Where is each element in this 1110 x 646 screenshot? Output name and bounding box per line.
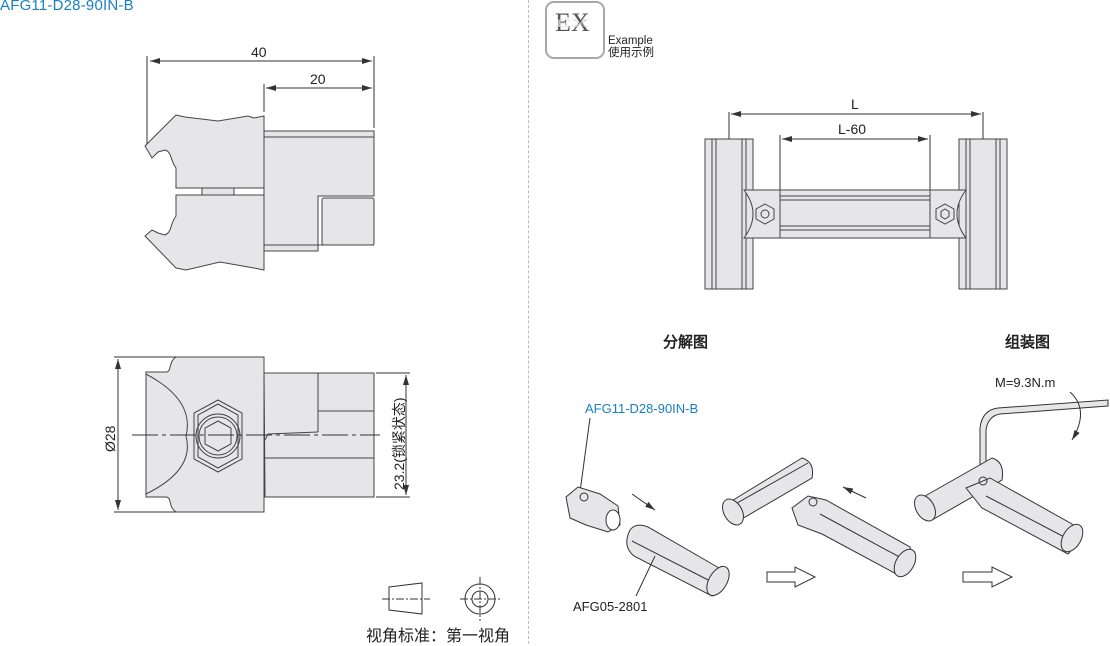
step-arrow-1	[766, 566, 817, 588]
exploded-connector-with-tube	[791, 495, 913, 577]
assembled-view-drawing	[914, 391, 1109, 555]
example-assembly-drawing	[704, 111, 1008, 290]
front-lower-jaw	[144, 194, 265, 271]
example-badge	[545, 1, 605, 59]
example-badge-glyph: EX	[555, 8, 590, 37]
section-divider	[528, 0, 529, 644]
projection-label: 视角标准：第一视角	[366, 628, 511, 645]
step-arrow-2	[962, 566, 1014, 588]
assembled-view-heading: 组装图	[1005, 334, 1051, 351]
tube-part-label: AFG05-2801	[573, 599, 648, 614]
assembled-tube-branch	[965, 477, 1077, 555]
front-tube-body	[263, 130, 375, 252]
dimension-diameter: Ø28	[102, 425, 118, 452]
side-view-drawing	[114, 356, 410, 513]
example-label-en: Example	[608, 35, 653, 47]
example-label-cn: 使用示例	[608, 47, 654, 59]
torque-label: M=9.3N.m	[995, 375, 1056, 390]
first-angle-projection-symbol	[382, 577, 500, 621]
front-upper-jaw	[144, 114, 265, 189]
dimension-40: 40	[251, 44, 267, 60]
connector-part-label: AFG11-D28-90IN-B	[585, 401, 699, 416]
side-tube-body	[263, 372, 375, 498]
part-number-title: AFG11-D28-90IN-B	[0, 0, 134, 14]
example-horizontal-tube	[779, 189, 931, 239]
example-right-tube	[958, 138, 1008, 290]
hex-key	[979, 399, 1109, 471]
exploded-view-drawing	[565, 417, 1014, 597]
dimension-L: L	[851, 96, 859, 112]
exploded-view-heading: 分解图	[663, 334, 709, 351]
dimension-locked-width: 23.2(锁紧状态)	[391, 397, 407, 490]
example-left-tube	[704, 138, 754, 290]
example-label: Example 使用示例	[608, 35, 654, 59]
dimension-L-minus-60: L-60	[838, 121, 867, 137]
dimension-20: 20	[310, 71, 326, 87]
front-view-drawing	[144, 56, 375, 271]
